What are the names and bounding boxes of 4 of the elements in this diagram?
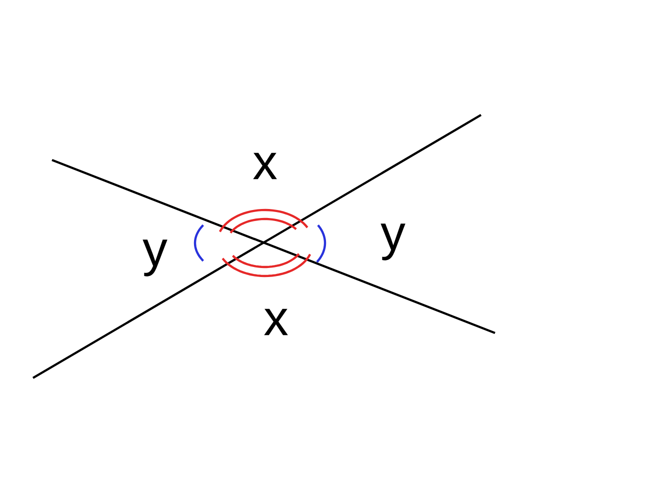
angle-label: y	[142, 240, 168, 276]
angle-label: y	[380, 224, 406, 260]
angle-label: x	[264, 308, 288, 336]
angle-label: x	[253, 152, 277, 180]
